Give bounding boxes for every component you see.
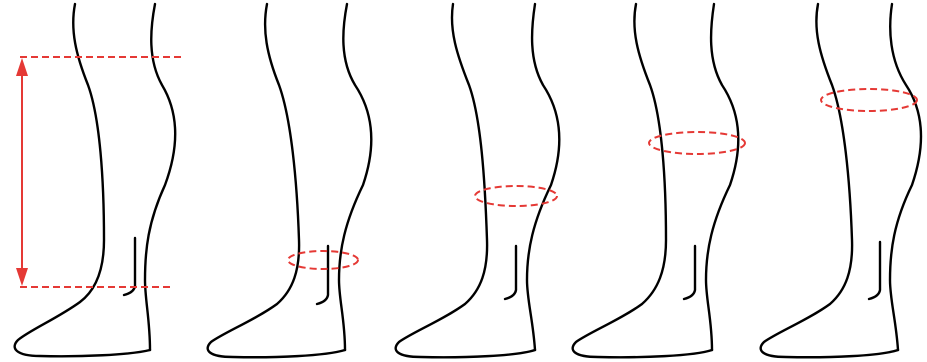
leg-3	[396, 4, 560, 357]
leg-5-tendon-line	[869, 242, 880, 299]
leg-5-back-outline	[761, 4, 898, 357]
leg-5-front-outline	[890, 4, 921, 350]
arrow-up-icon	[16, 58, 28, 76]
leg-2	[208, 4, 372, 357]
leg-3-back-outline	[396, 4, 535, 357]
leg-4	[573, 4, 745, 357]
leg-3-front-outline	[527, 4, 559, 350]
leg-5	[761, 4, 921, 357]
arrow-down-icon	[16, 268, 28, 286]
leg-1-front-outline	[145, 4, 175, 350]
leg-4-front-outline	[706, 4, 738, 350]
leg-1	[15, 4, 182, 356]
leg-4-tendon-line	[684, 246, 695, 299]
leg-2-tendon-line	[317, 246, 328, 304]
leg-4-back-outline	[573, 4, 712, 357]
leg-2-back-outline	[208, 4, 345, 357]
leg-3-tendon-line	[505, 246, 516, 299]
height-measurement	[16, 57, 182, 287]
leg-2-front-outline	[339, 4, 371, 350]
